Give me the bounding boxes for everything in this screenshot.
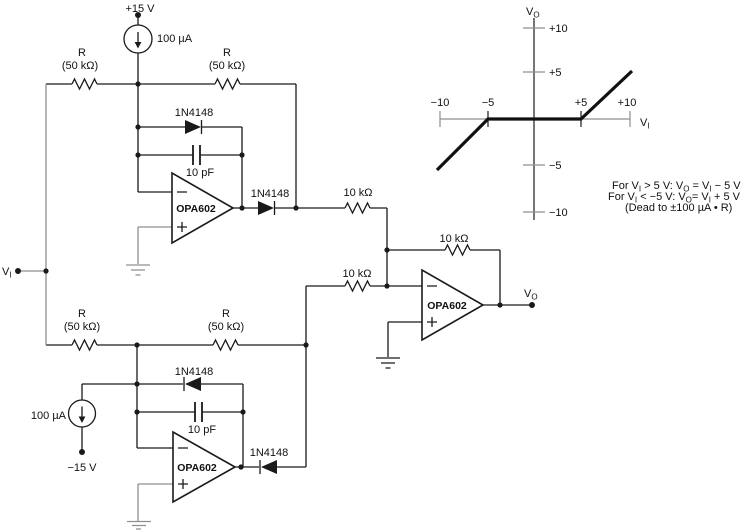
resistor-10k-upper	[344, 201, 371, 215]
x-tick-label-m10: −10	[431, 97, 450, 109]
supply-pos-label: +15 V	[125, 3, 155, 15]
transfer-function-plot: VO VI +10 +5 −5 −10 −10 −5 +5 +10 For VI…	[431, 6, 741, 220]
vout-port-label: VO	[524, 288, 538, 302]
current-source-top	[123, 24, 153, 54]
opamp-a1-label: OPA602	[176, 203, 216, 215]
current-source-bottom-label: 100 µA	[31, 410, 67, 422]
r3-value-label: (50 kΩ)	[64, 321, 100, 333]
capacitor-c1-top	[192, 145, 201, 165]
x-tick-label-p10: +10	[618, 97, 637, 109]
plot-x-axis-title: VI	[640, 117, 650, 131]
supply-neg-label: −15 V	[67, 462, 97, 474]
opamp-a1-top	[171, 171, 235, 245]
plot-y-tick-marks	[523, 27, 545, 213]
wires	[18, 15, 532, 521]
terminal-vin	[15, 268, 21, 274]
r1-value-label: (50 kΩ)	[62, 60, 98, 72]
d2-label: 1N4148	[251, 188, 290, 200]
vin-port-label: VI	[2, 266, 12, 280]
terminal-vneg	[79, 449, 85, 455]
r2-name-label: R	[223, 47, 231, 59]
wire-segments-main	[46, 15, 532, 468]
plot-formulas: For VI > 5 V: VO = VI − 5 V For VI < −5 …	[608, 180, 741, 214]
resistor-10k-lower	[344, 279, 371, 293]
ground-symbol-top-opamp	[126, 264, 150, 276]
x-tick-label-m5: −5	[482, 97, 495, 109]
y-tick-label-m5: −5	[549, 160, 562, 172]
schematic-labels: +15 V 100 µA R (50 kΩ) R (50 kΩ) 1N4148 …	[2, 3, 538, 474]
diode-d3-bottom-clamp	[183, 377, 201, 391]
d3-label: 1N4148	[175, 366, 214, 378]
r3-name-label: R	[78, 308, 86, 320]
current-source-top-label: 100 µA	[157, 33, 193, 45]
ground-symbol-output-opamp	[376, 357, 400, 369]
resistor-r-bottom-left	[71, 338, 98, 352]
formula-line-1: For VI > 5 V: VO = VI − 5 V	[612, 180, 741, 194]
formula-line-3: (Dead to ±100 µA • R)	[625, 202, 732, 214]
opamp-a2-label: OPA602	[177, 462, 217, 474]
d1-label: 1N4148	[175, 107, 214, 119]
resistor-r-top-left	[71, 77, 98, 91]
r10k-feedback-label: 10 kΩ	[439, 233, 468, 245]
resistor-r-bottom-right	[212, 338, 239, 352]
r1-name-label: R	[78, 47, 86, 59]
opamp-a3-label: OPA602	[427, 300, 467, 312]
opamp-a2-bottom	[172, 430, 237, 504]
d4-label: 1N4148	[250, 447, 289, 459]
capacitor-c2-bottom	[194, 402, 203, 422]
terminal-dots	[15, 12, 535, 455]
x-tick-label-p5: +5	[575, 97, 588, 109]
diode-d1-top-clamp	[185, 120, 203, 134]
ground-symbol-bottom-opamp	[127, 520, 151, 530]
formula-line-2: For VI < −5 V: VO= VI + 5 V	[608, 191, 741, 205]
junction-dots	[43, 81, 503, 470]
resistor-10k-feedback	[444, 243, 471, 257]
opamp-a3-output	[421, 268, 485, 342]
r4-name-label: R	[222, 308, 230, 320]
r4-value-label: (50 kΩ)	[208, 321, 244, 333]
y-tick-label-m10: −10	[549, 207, 568, 219]
y-tick-label-p5: +5	[549, 67, 562, 79]
terminal-vpos	[135, 12, 141, 18]
r10k-upper-label: 10 kΩ	[343, 187, 372, 199]
diode-d4-bottom-output	[259, 460, 277, 474]
r2-value-label: (50 kΩ)	[209, 60, 245, 72]
plot-y-axis-title: VO	[526, 6, 540, 20]
transfer-curve	[435, 69, 634, 172]
terminal-vout	[529, 302, 535, 308]
r10k-lower-label: 10 kΩ	[342, 268, 371, 280]
c1-label: 10 pF	[186, 167, 214, 179]
resistor-r-top-right	[214, 77, 241, 91]
wire-segments-light	[18, 84, 173, 521]
y-tick-label-p10: +10	[549, 23, 568, 35]
c2-label: 10 pF	[188, 424, 216, 436]
diode-d2-top-output	[258, 201, 276, 215]
current-source-bottom	[67, 399, 97, 428]
